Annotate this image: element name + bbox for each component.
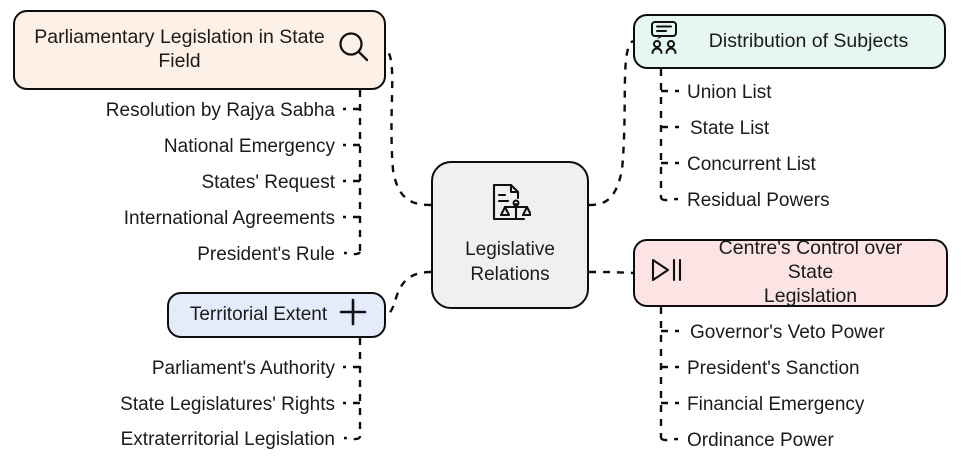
leaf-state-legislatures-rights[interactable]: State Legislatures' Rights [120,394,335,415]
branch-node-parliamentary[interactable]: Parliamentary Legislation in State Field [13,10,386,90]
leaf-residual-powers[interactable]: Residual Powers [687,190,830,211]
leaf-ordinance-power[interactable]: Ordinance Power [687,430,834,451]
leaf-states-request[interactable]: States' Request [201,172,335,193]
stub-territorial-3 [343,436,362,441]
leaf-international-agreements[interactable]: International Agreements [123,208,335,229]
branch-node-distribution[interactable]: Distribution of Subjects [633,14,946,69]
stub-centre-4 [659,437,679,442]
branch-label-centre-control: Centre's Control over State Legislation [718,237,903,307]
leaf-state-list[interactable]: State List [690,118,770,139]
center-node-label: Legislative Relations [465,239,555,286]
branch-label-territorial: Territorial Extent [189,304,328,326]
search-icon[interactable] [336,29,372,72]
connector-center-parliamentary [385,49,432,207]
stub-parliamentary-5 [343,251,362,256]
branch-node-centre-control[interactable]: Centre's Control over State Legislation [633,237,948,307]
leaf-national-emergency[interactable]: National Emergency [163,136,335,157]
leaf-governors-veto-power[interactable]: Governor's Veto Power [690,322,885,343]
connector-center-distribution [588,39,634,207]
branch-label-parliamentary: Parliamentary Legislation in State Field [34,26,325,72]
connector-center-territorial [385,270,432,317]
leaf-presidents-sanction[interactable]: President's Sanction [687,358,860,379]
leaf-parliaments-authority[interactable]: Parliament's Authority [151,358,335,379]
leaf-resolution-by-rajya-sabha[interactable]: Resolution by Rajya Sabha [105,100,335,121]
center-node[interactable]: Legislative Relations [431,161,589,309]
leaf-extraterritorial-legislation[interactable]: Extraterritorial Legislation [120,429,335,450]
stub-distribution-4 [659,197,679,202]
branch-label-distribution: Distribution of Subjects [708,29,909,52]
plus-icon[interactable] [337,296,369,334]
play-pause-icon[interactable] [647,255,685,292]
leaf-presidents-rule[interactable]: President's Rule [197,244,335,265]
leaf-concurrent-list[interactable]: Concurrent List [687,154,816,175]
document-balance-scale-icon [489,182,533,232]
leaf-union-list[interactable]: Union List [687,82,772,103]
branch-node-territorial[interactable]: Territorial Extent [167,292,386,338]
connector-center-centre-control [588,270,634,275]
speech-bubble-people-icon[interactable] [647,20,681,63]
leaf-financial-emergency[interactable]: Financial Emergency [687,394,865,415]
